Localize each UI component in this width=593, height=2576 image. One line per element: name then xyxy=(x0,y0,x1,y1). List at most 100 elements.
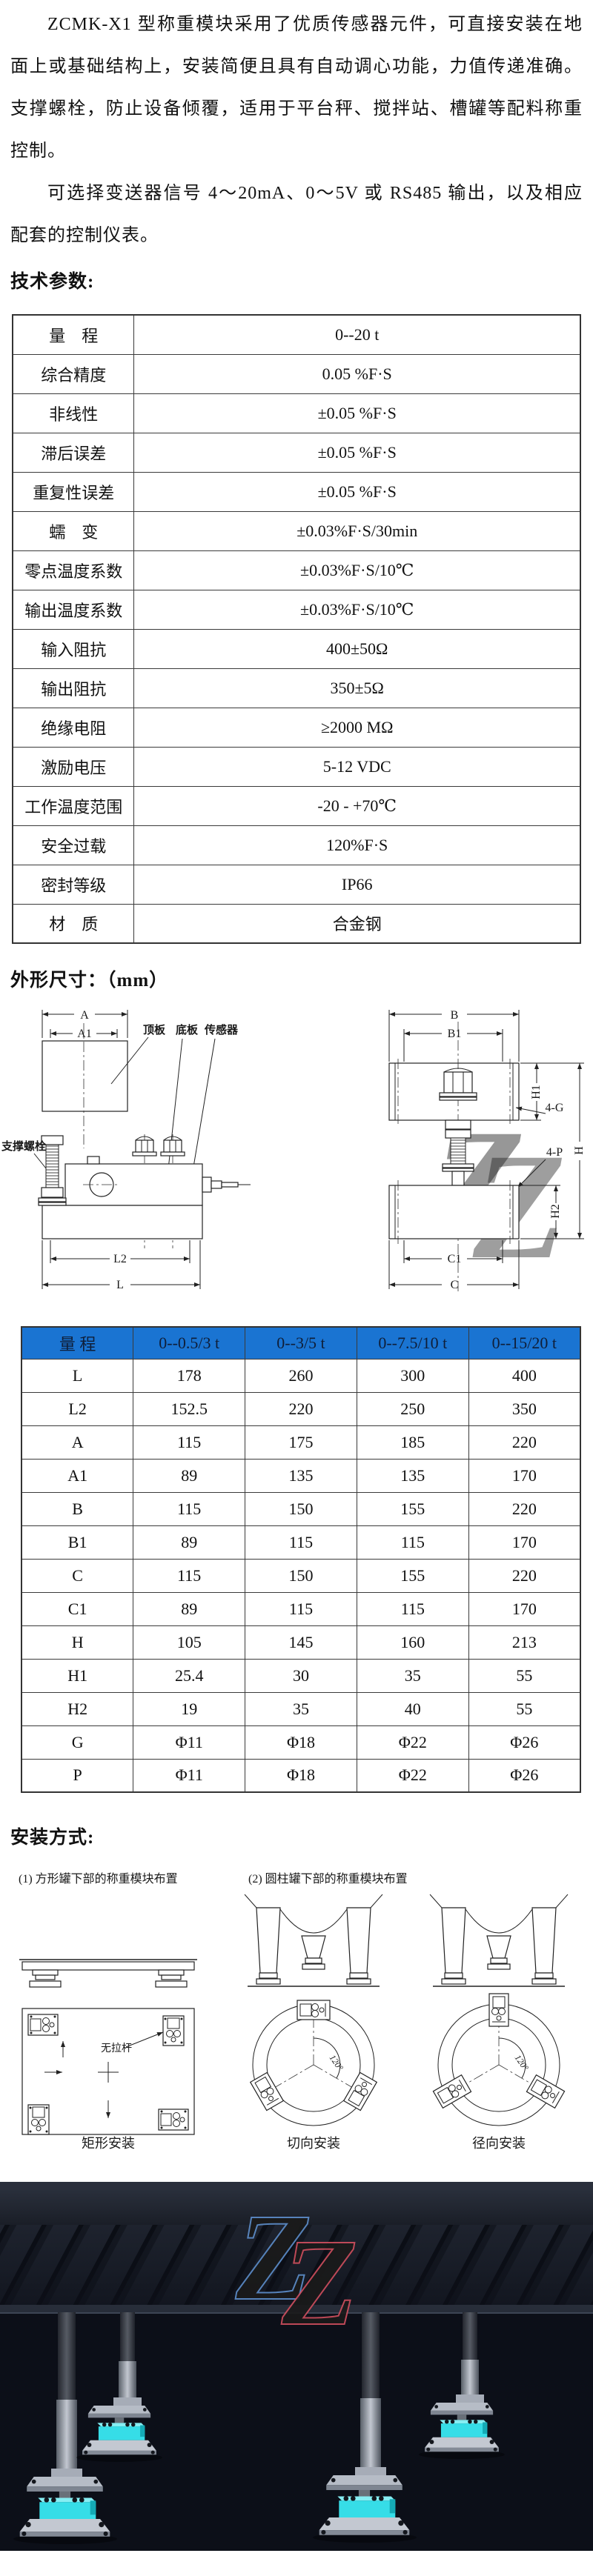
table-row: 绝缘电阻≥2000 MΩ xyxy=(12,707,581,748)
cell: 135 xyxy=(245,1458,357,1493)
row-value: ±0.05 %F·S xyxy=(133,471,581,512)
row-value: 400±50Ω xyxy=(133,628,581,669)
cylindrical-tank-caption: (2) 圆柱罐下部的称重模块布置 xyxy=(248,1872,408,1886)
cell: 170 xyxy=(468,1525,581,1560)
table-row: 滞后误差±0.05 %F·S xyxy=(12,432,581,473)
row-value: 合金钢 xyxy=(133,903,581,944)
cell: 220 xyxy=(468,1491,581,1526)
support-bolt-label: 支撑螺栓 xyxy=(1,1139,46,1153)
row-label: B1 xyxy=(21,1525,134,1560)
row-label: 输出温度系数 xyxy=(12,589,135,630)
cell: 55 xyxy=(468,1691,581,1726)
cell: 152.5 xyxy=(133,1391,246,1426)
support-leg xyxy=(456,2312,484,2403)
row-value: 120%F·S xyxy=(133,825,581,865)
cell: 185 xyxy=(356,1425,469,1460)
row-label: A1 xyxy=(21,1458,134,1493)
row-label: H1 xyxy=(21,1658,134,1693)
dim-label-4p: 4-P xyxy=(546,1146,563,1159)
cell: 155 xyxy=(356,1491,469,1526)
no-tie-rod-label: 无拉杆 xyxy=(101,2043,132,2054)
cell: 115 xyxy=(245,1525,357,1560)
intro-paragraphs: ZCMK-X1 型称重模块采用了优质传感器元件，可直接安装在地 面上或基础结构上… xyxy=(10,4,583,257)
product-photo: Z Z xyxy=(0,2182,593,2551)
table-row: 零点温度系数±0.03%F·S/10℃ xyxy=(12,550,581,590)
row-label: 输出阻抗 xyxy=(12,668,135,708)
end-view-right: B B1 H1 4-G xyxy=(388,1009,586,1293)
sensor-body xyxy=(64,1156,203,1206)
cell: 40 xyxy=(356,1691,469,1726)
bottom-plate-end xyxy=(388,1185,520,1239)
column-header: 0--3/5 t xyxy=(245,1326,357,1359)
cell: 115 xyxy=(133,1558,246,1593)
tangential-diagram: 120° 切向安装 xyxy=(244,1894,383,2151)
row-value: ≥2000 MΩ xyxy=(133,707,581,748)
dim-label-b: B xyxy=(451,1009,459,1022)
row-label: 绝缘电阻 xyxy=(12,707,135,748)
tech-params-heading: 技术参数: xyxy=(10,272,95,292)
intro-line: 控制。 xyxy=(10,142,66,161)
row-value: 0--20 t xyxy=(133,314,581,355)
cell: 115 xyxy=(356,1525,469,1560)
installation-diagram: (1) 方形罐下部的称重模块布置 (2) 圆柱罐下部的称重模块布置 无拉杆 矩形… xyxy=(19,1872,569,2151)
intro-line: ZCMK-X1 型称重模块采用了优质传感器元件，可直接安装在地 xyxy=(47,15,583,34)
cell: Φ11 xyxy=(133,1758,246,1793)
row-label: L xyxy=(21,1358,134,1393)
dim-label-c1: C1 xyxy=(448,1253,462,1265)
dim-label-c: C xyxy=(451,1279,459,1291)
hex-bolt xyxy=(132,1136,157,1156)
column-header: 量 程 xyxy=(21,1326,134,1359)
support-leg xyxy=(355,2312,386,2475)
top-plate-label: 顶板 xyxy=(143,1023,166,1036)
square-tank-diagram: 无拉杆 矩形安装 xyxy=(19,1959,197,2151)
cell: 135 xyxy=(356,1458,469,1493)
brand-letter: Z xyxy=(281,2214,358,2352)
angle-label: 120° xyxy=(513,2053,531,2073)
row-label: G xyxy=(21,1725,134,1760)
brand-watermark: Z Z xyxy=(234,2188,359,2352)
row-label: 非线性 xyxy=(12,393,135,433)
cable-connector xyxy=(202,1176,251,1193)
cell: Φ22 xyxy=(356,1758,469,1793)
cell: 170 xyxy=(468,1591,581,1626)
cell: Φ26 xyxy=(468,1725,581,1760)
cell: 35 xyxy=(245,1691,357,1726)
cell: 115 xyxy=(133,1425,246,1460)
row-label: A xyxy=(21,1425,134,1460)
table-row: 非线性±0.05 %F·S xyxy=(12,393,581,433)
dim-label-h1: H1 xyxy=(530,1085,543,1099)
hex-bolt xyxy=(160,1136,185,1156)
table-row: 输出温度系数±0.03%F·S/10℃ xyxy=(12,589,581,630)
cell: Φ18 xyxy=(245,1758,357,1793)
row-label: P xyxy=(21,1758,134,1793)
cell: 89 xyxy=(133,1591,246,1626)
cell: 25.4 xyxy=(133,1658,246,1693)
row-label: 安全过载 xyxy=(12,825,135,865)
dim-label-l: L xyxy=(116,1279,124,1291)
top-plate xyxy=(42,1040,128,1112)
column-header: 0--7.5/10 t xyxy=(356,1326,469,1359)
cell: Φ22 xyxy=(356,1725,469,1760)
column-header: 0--15/20 t xyxy=(468,1326,581,1359)
row-label: B xyxy=(21,1491,134,1526)
cell: 213 xyxy=(468,1625,581,1660)
cell: 115 xyxy=(356,1591,469,1626)
intro-line: 配套的控制仪表。 xyxy=(10,226,159,245)
table-row: 材 质合金钢 xyxy=(12,903,581,944)
row-value: ±0.03%F·S/10℃ xyxy=(133,550,581,590)
cell: 220 xyxy=(245,1391,357,1426)
row-label: H xyxy=(21,1625,134,1660)
